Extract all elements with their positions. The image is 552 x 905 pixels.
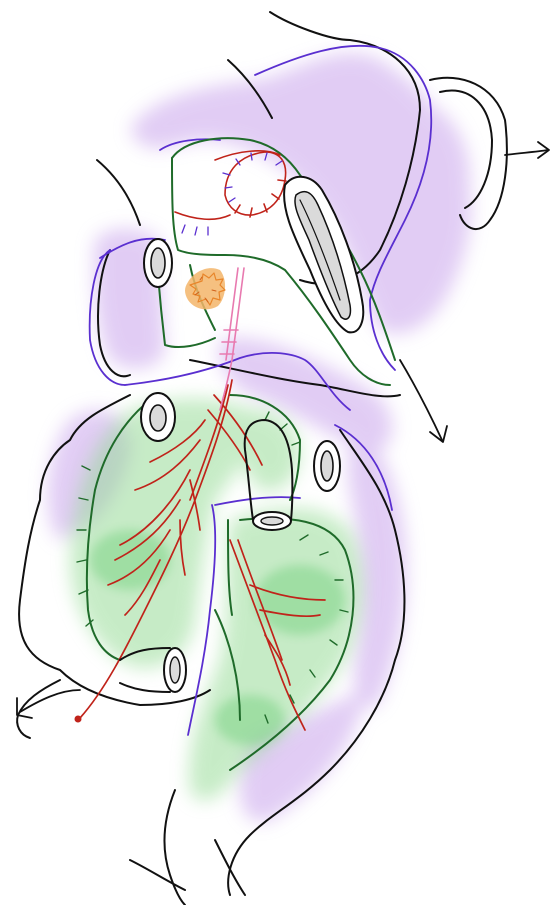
bowel-cross-section-mid-left	[141, 393, 175, 441]
stomach-vessels	[175, 151, 286, 219]
arrow-icon	[505, 142, 549, 158]
arrow-icon	[400, 360, 447, 442]
pancreas	[185, 268, 225, 309]
bowel-cross-section-mid-right	[314, 441, 340, 491]
vessel-origin-dot	[75, 716, 82, 723]
stomach-ticks	[182, 153, 282, 235]
bowel-cross-section-upper-left	[144, 239, 172, 287]
